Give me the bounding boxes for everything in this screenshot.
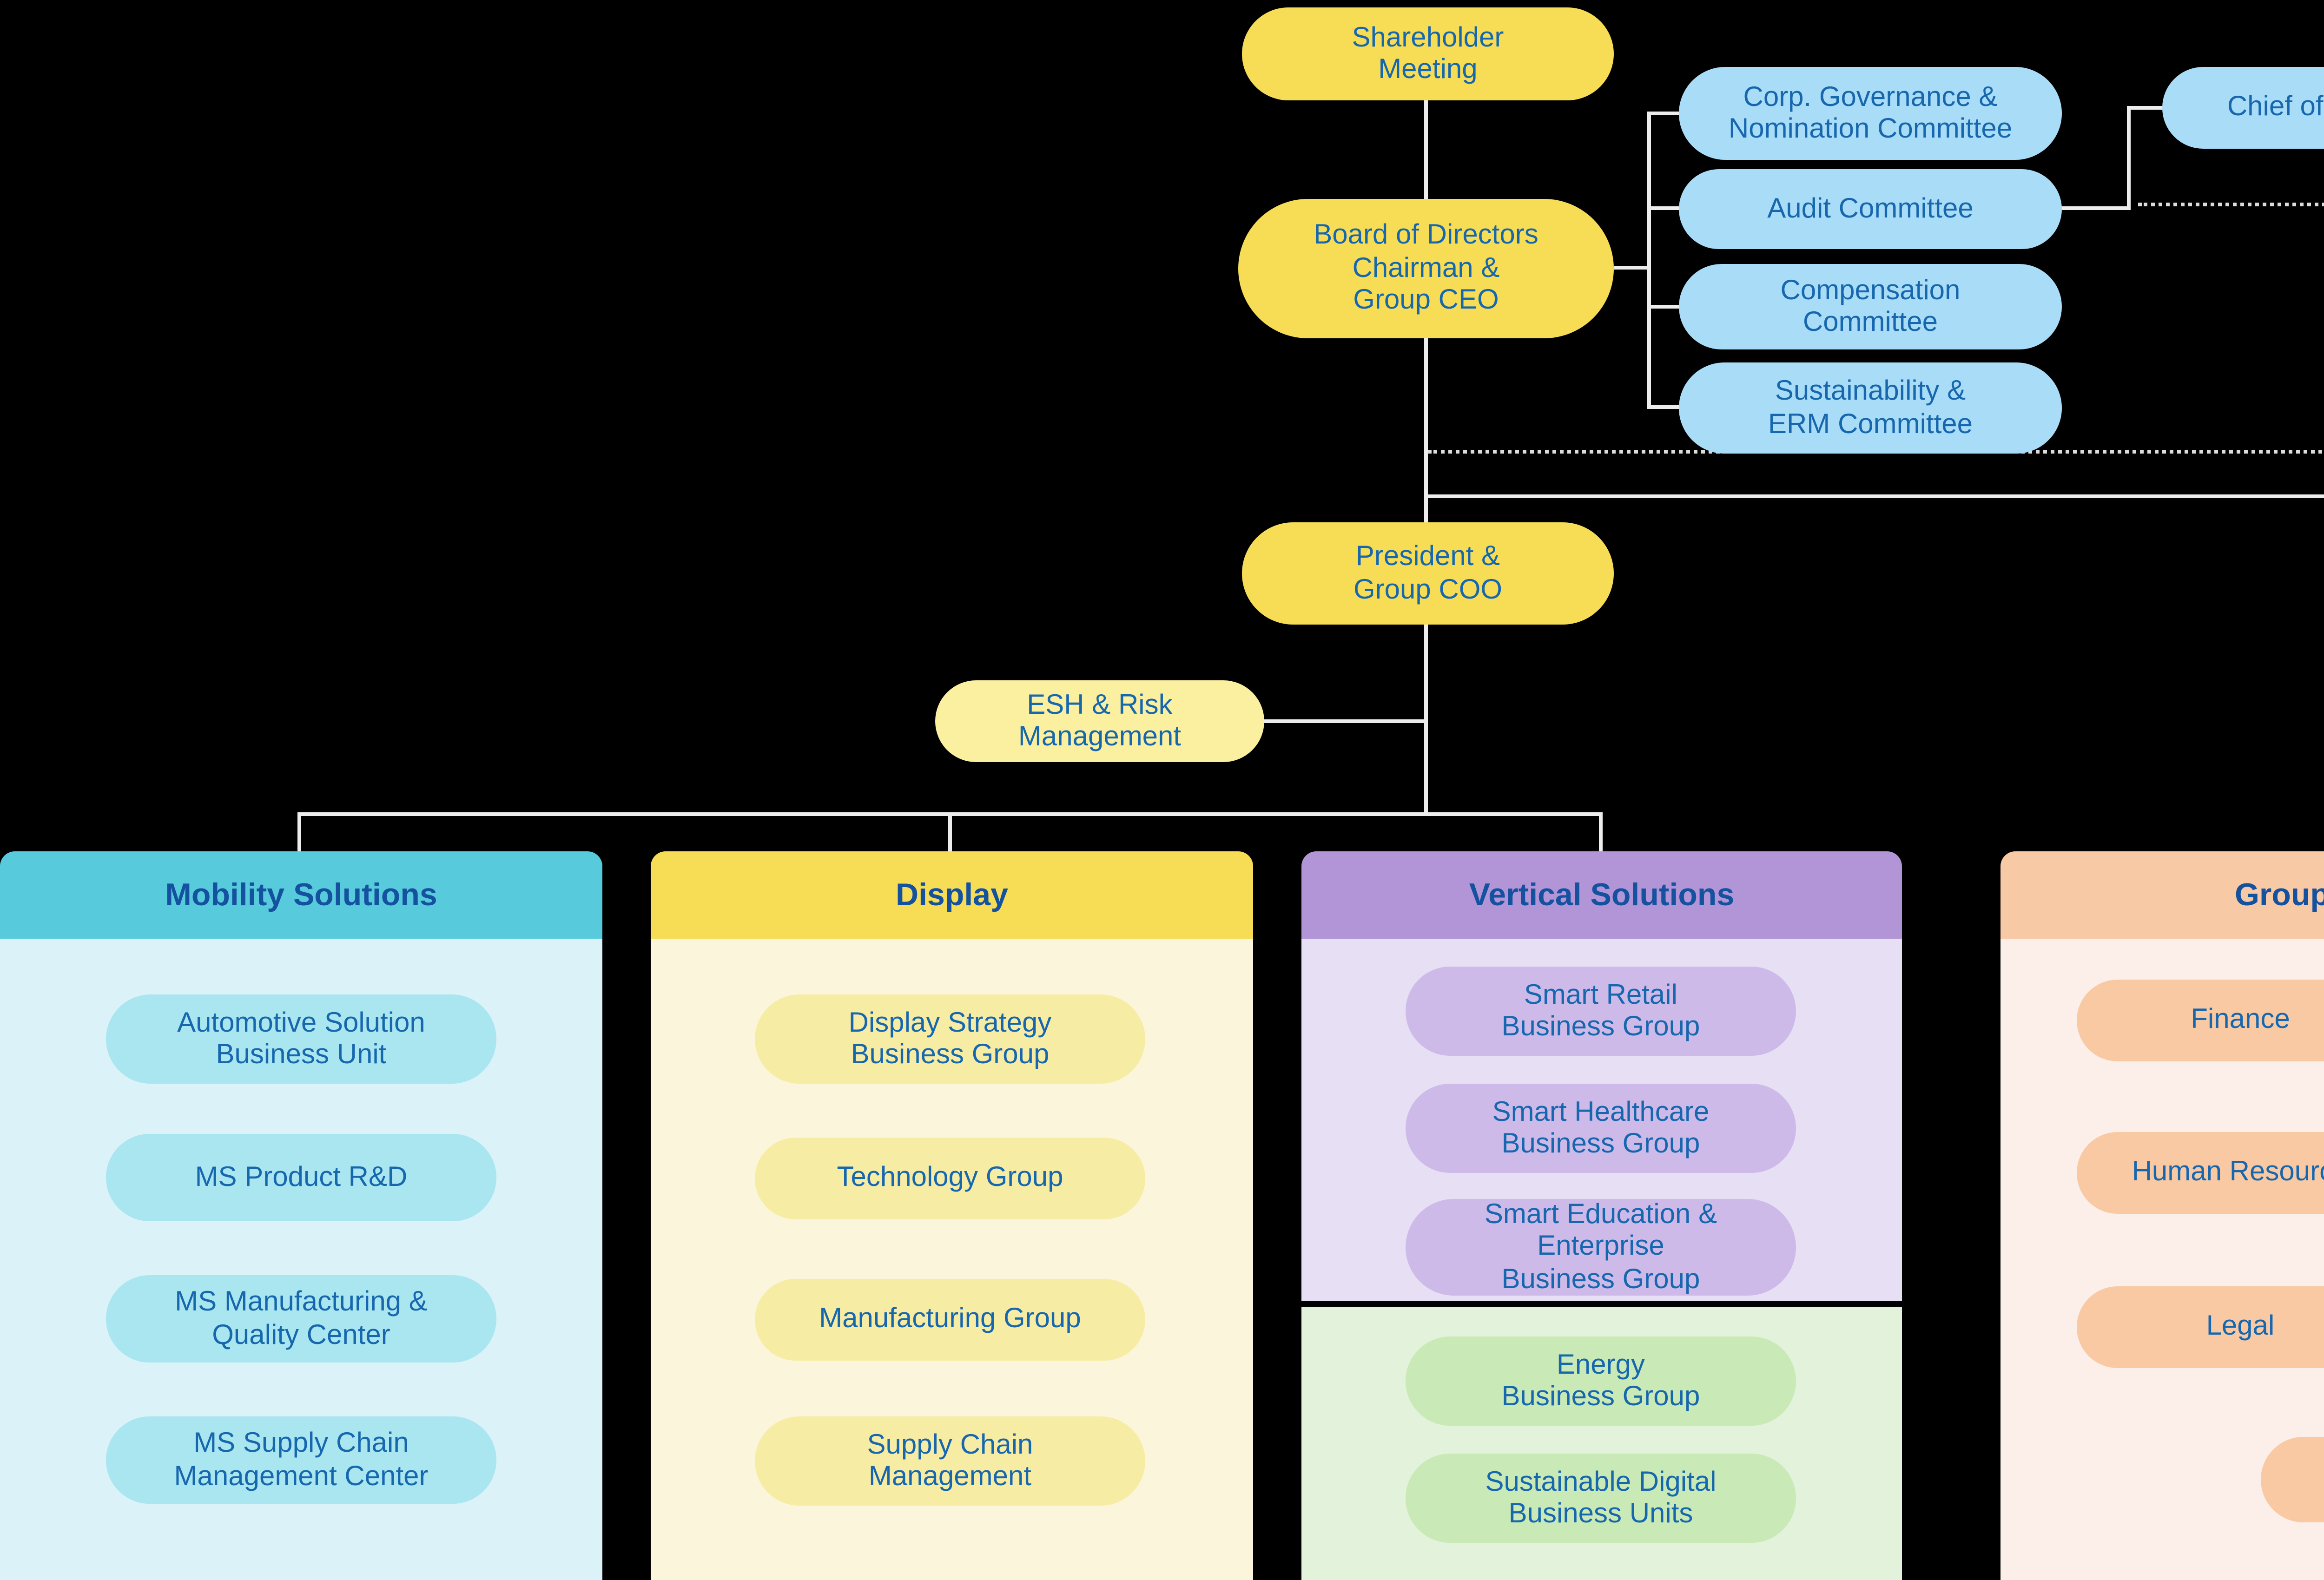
connector-audit-chief-h: [2060, 206, 2131, 210]
node-corp-governance-committee: Corp. Governance & Nomination Committee: [1679, 67, 2062, 160]
node-ms-supply-chain-management-center: MS Supply Chain Management Center: [106, 1416, 496, 1504]
node-smart-retail-business-group: Smart Retail Business Group: [1406, 967, 1796, 1056]
node-board-of-directors: Board of Directors Chairman & Group CEO: [1238, 199, 1614, 338]
node-legal: Legal: [2077, 1286, 2324, 1368]
node-sustainable-digital-business-units: Sustainable Digital Business Units: [1406, 1454, 1796, 1543]
node-president-group-coo: President & Group COO: [1242, 522, 1614, 625]
node-shareholder-meeting: Shareholder Meeting: [1242, 7, 1614, 100]
connector-infra-h: [1426, 494, 2324, 498]
committee-spine: [1647, 112, 1651, 409]
node-supply-chain-management: Supply Chain Management: [755, 1416, 1145, 1506]
node-chief-of-compliance: Chief of Compliance: [2162, 67, 2324, 149]
connector-board-president: [1424, 338, 1428, 524]
node-smart-education-enterprise-business-group: Smart Education & Enterprise Business Gr…: [1406, 1199, 1796, 1296]
division-header-display: Display: [651, 851, 1253, 939]
node-display-strategy-business-group: Display Strategy Business Group: [755, 994, 1145, 1084]
division-header-group-infrastructure-unit: Group Infrastructure Unit: [2000, 851, 2324, 939]
node-ms-manufacturing-quality-center: MS Manufacturing & Quality Center: [106, 1275, 496, 1363]
committee-stub-4: [1647, 405, 1681, 409]
node-ms-product-rd: MS Product R&D: [106, 1134, 496, 1221]
connector-esh: [1264, 719, 1428, 723]
node-manufacturing-group: Manufacturing Group: [755, 1279, 1145, 1361]
node-human-resource: Human Resource: [2077, 1132, 2324, 1214]
node-auditing: Auditing: [2261, 1437, 2324, 1522]
committee-stub-3: [1647, 305, 1681, 309]
node-audit-committee: Audit Committee: [1679, 169, 2062, 249]
node-esh-risk-management: ESH & Risk Management: [935, 680, 1264, 762]
dotted-audit-right-edge: [2138, 203, 2324, 206]
node-energy-business-group: Energy Business Group: [1406, 1336, 1796, 1426]
connector-shareholder-board: [1424, 100, 1428, 201]
committee-stub-1: [1647, 112, 1681, 115]
node-technology-group: Technology Group: [755, 1138, 1145, 1219]
connector-chief-stub: [2127, 106, 2164, 110]
node-compensation-committee: Compensation Committee: [1679, 264, 2062, 349]
drop-mobility: [297, 812, 301, 851]
node-automotive-solution-business-unit: Automotive Solution Business Unit: [106, 994, 496, 1084]
node-smart-healthcare-business-group: Smart Healthcare Business Group: [1406, 1084, 1796, 1173]
connector-audit-chief-v: [2127, 106, 2131, 210]
node-sustainability-erm-committee: Sustainability & ERM Committee: [1679, 362, 2062, 454]
division-header-mobility-solutions: Mobility Solutions: [0, 851, 602, 939]
drop-display: [948, 812, 952, 851]
node-finance: Finance: [2077, 980, 2324, 1061]
committee-stub-2: [1647, 206, 1681, 210]
drop-vertical: [1599, 812, 1603, 851]
division-header-vertical-solutions: Vertical Solutions: [1301, 851, 1902, 939]
connector-board-committees: [1614, 266, 1651, 270]
